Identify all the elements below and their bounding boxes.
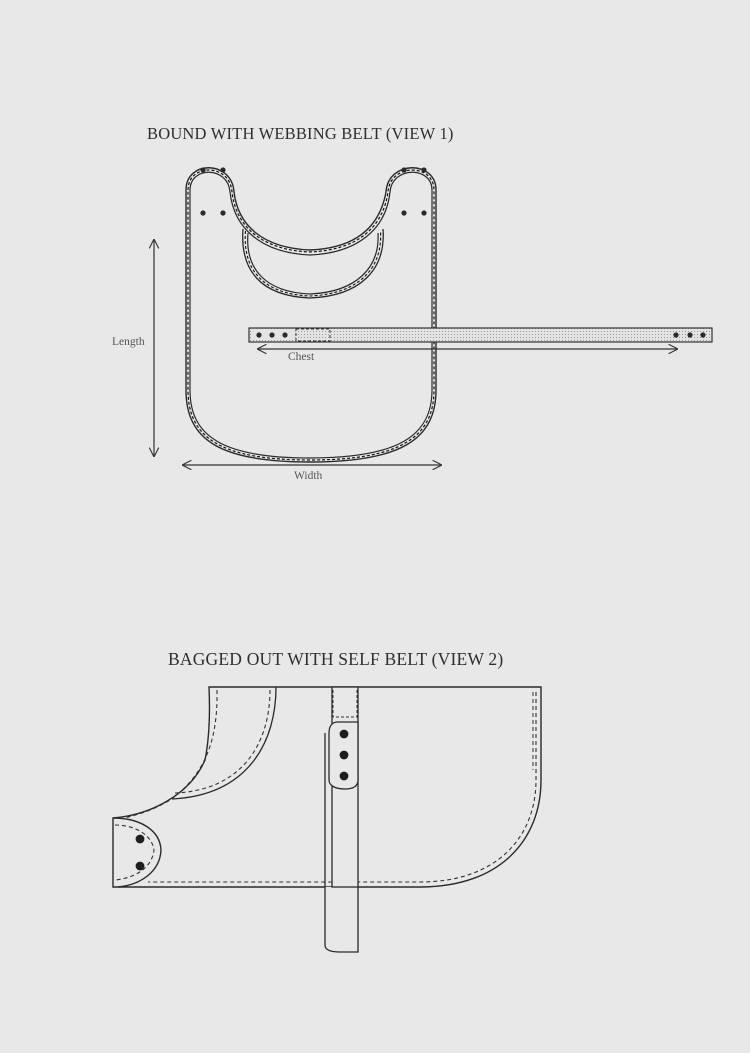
view2-coat — [112, 686, 542, 888]
view1-coat — [185, 167, 437, 463]
dimension-arrows — [154, 240, 677, 465]
view1-webbing-belt — [248, 327, 713, 343]
length-label: Length — [112, 336, 145, 348]
view1-snap-dots — [200, 167, 427, 216]
view1-title: BOUND WITH WEBBING BELT (VIEW 1) — [147, 124, 454, 143]
view2-tab-dots — [135, 834, 145, 871]
view2-title: BAGGED OUT WITH SELF BELT (VIEW 2) — [168, 649, 504, 669]
chest-label: Chest — [288, 351, 315, 363]
width-label: Width — [294, 470, 323, 482]
view2-self-belt — [324, 686, 359, 953]
